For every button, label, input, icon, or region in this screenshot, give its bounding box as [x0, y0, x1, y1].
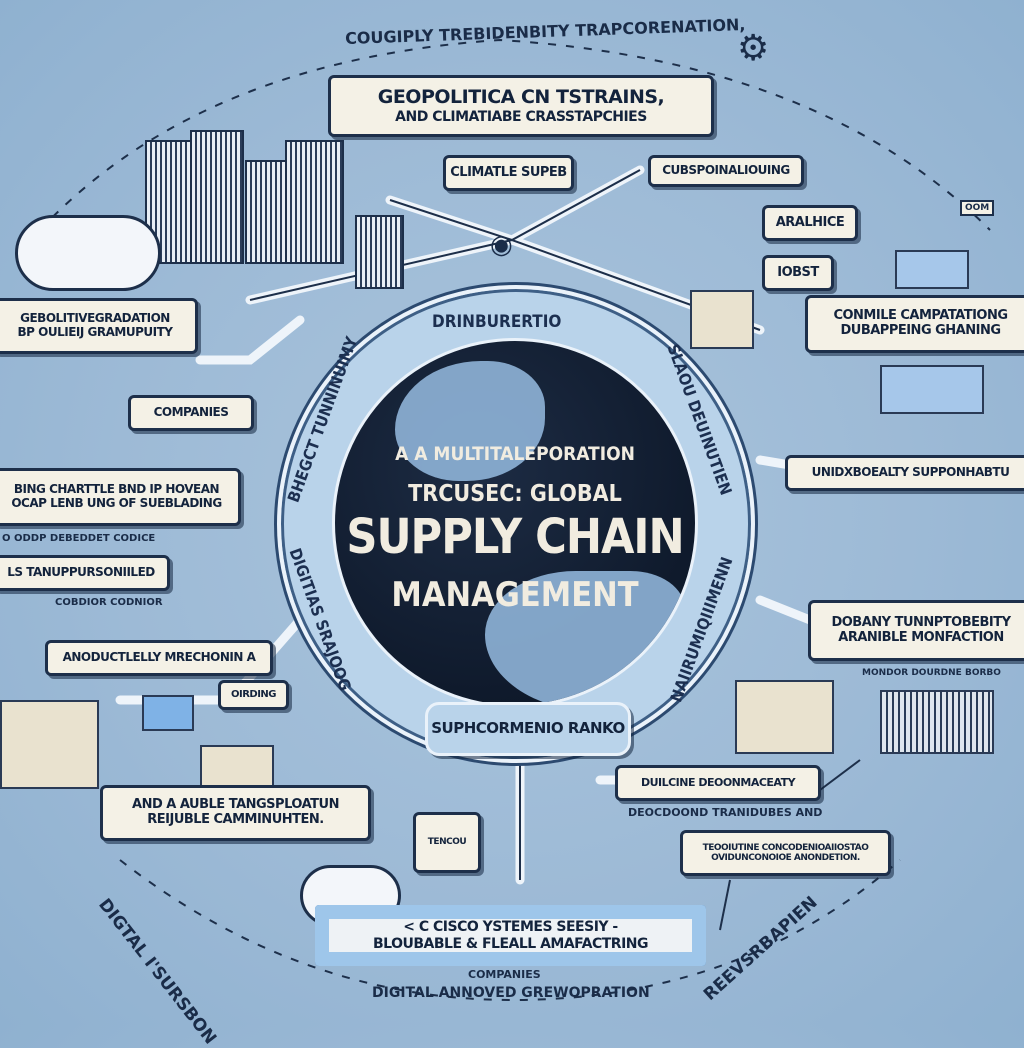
callout-iobst: IOBST [762, 255, 834, 291]
building-icon [145, 140, 194, 264]
gear-icon: ⚙ [737, 28, 770, 69]
callout-cubspo: CUBSPOINALIOUING [648, 155, 804, 187]
small-text: MONDOR DOURDNE BORBO [862, 668, 1001, 678]
callout-line: BP OULIEIJ GRAMUPUITY [17, 325, 173, 339]
network-hub-icon: ◉ [490, 230, 513, 260]
callout-line: OVIDUNCONOIOE ANONDETION. [711, 853, 860, 863]
building-icon [355, 215, 404, 289]
callout-ls: LS TANUPPURSONIILED [0, 555, 170, 591]
callout-conmile: CONMILE CAMPATATIONG DUBAPPEING GHANING [805, 295, 1024, 353]
small-text: DEOCDOOND TRANIDUBES AND [628, 806, 823, 819]
crate-icon [0, 700, 99, 789]
callout-dobany: DOBANY TUNNPTOBEBITY ARANIBLE MONFACTION [808, 600, 1024, 661]
callout-line: BING CHARTTLE BND IP HOVEAN [13, 482, 220, 497]
ring-label-top: DRINBURERTIO [432, 312, 562, 332]
building-icon [285, 140, 344, 264]
center-title-2: MANAGEMENT [391, 575, 639, 615]
center-subtitle-2: TRCUSEC: GLOBAL [408, 481, 622, 507]
center-title-1: SUPPLY CHAIN [346, 509, 684, 565]
callout-line: CONMILE CAMPATATIONG [833, 308, 1008, 324]
callout-line: AND CLIMATIABE CRASSTAPCHIES [395, 108, 647, 125]
callout-gebolitive: GEBOLITIVEGRADATION BP OULIEIJ GRAMUPUIT… [0, 298, 198, 354]
connector-lines [39, 38, 991, 1002]
callout-line: BLOUBABLE & FLEALL AMAFACTRING [373, 935, 649, 952]
small-text: COBDIOR CODNIOR [55, 597, 163, 608]
callout-and-a: AND A AUBLE TANGSPLOATUN REIJUBLE CAMMIN… [100, 785, 371, 841]
callout-aralhice: ARALHICE [762, 205, 858, 241]
callout-unidx: UNIDXBOEALTY SUPPONHABTU [785, 455, 1024, 491]
callout-teooiutine: TEOOIUTINE CONCODENIOAIIOSTAO OVIDUNCONO… [680, 830, 891, 876]
bottom-arc-center: DIGITAL ANNOVED GREWOPRATION [372, 985, 650, 1001]
bottom-arc-center-top: COMPANIES [468, 968, 541, 981]
callout-tencou: TENCOU [413, 812, 481, 873]
callout-line: DOBANY TUNNPTOBEBITY [831, 614, 1011, 630]
callout-geopolitical: GEOPOLITICA CN TSTRAINS, AND CLIMATIABE … [328, 75, 714, 137]
callout-climate: CLIMATLE SUPEB [443, 155, 574, 191]
callout-duilcine: DUILCINE DEOONMACEATY [615, 765, 821, 801]
laptop-icon [142, 695, 194, 731]
callout-anoductlelly: ANODUCTLELLY MRECHONIN A [45, 640, 273, 676]
callout-companies: COMPANIES [128, 395, 254, 431]
callout-line: GEBOLITIVEGRADATION [20, 311, 170, 326]
callout-line: ARANIBLE MONFACTION [838, 629, 1004, 645]
ring-label-bottom: SUPHCORMENIO RANKO [425, 702, 631, 756]
callout-line: GEOPOLITICA CN TSTRAINS, [377, 86, 665, 109]
small-text: O ODDP DEBEDDET CODICE [2, 533, 156, 544]
continent-shape [395, 361, 545, 481]
callout-bing: BING CHARTTLE BND IP HOVEAN OCAP LENB UN… [0, 468, 241, 526]
globe: A A MULTITALEPORATION TRCUSEC: GLOBAL SU… [332, 338, 698, 708]
small-text: OOM [960, 200, 995, 216]
callout-cisco: < C CISCO YSTEMES SEESIY - BLOUBABLE & F… [315, 905, 706, 966]
callout-line: OCAP LENB UNG OF SUEBLADING [11, 496, 222, 510]
truck-icon [895, 250, 969, 289]
callout-line: DUBAPPEING GHANING [840, 323, 1001, 338]
callout-line: TEOOIUTINE CONCODENIOAIIOSTAO [702, 842, 869, 853]
container-stack-icon [880, 690, 994, 754]
center-subtitle-1: A A MULTITALEPORATION [395, 443, 635, 465]
building-icon [190, 130, 244, 264]
cloud-icon [15, 215, 161, 291]
callout-line: < C CISCO YSTEMES SEESIY - [403, 919, 618, 936]
continent-shape [485, 571, 685, 705]
callout-line: AND A AUBLE TANGSPLOATUN [132, 797, 339, 813]
truck-icon [880, 365, 984, 414]
callout-oirding: OIRDING [218, 680, 289, 710]
callout-line: REIJUBLE CAMMINUHTEN. [147, 812, 324, 827]
container-icon [690, 290, 754, 349]
crate-icon [735, 680, 834, 754]
